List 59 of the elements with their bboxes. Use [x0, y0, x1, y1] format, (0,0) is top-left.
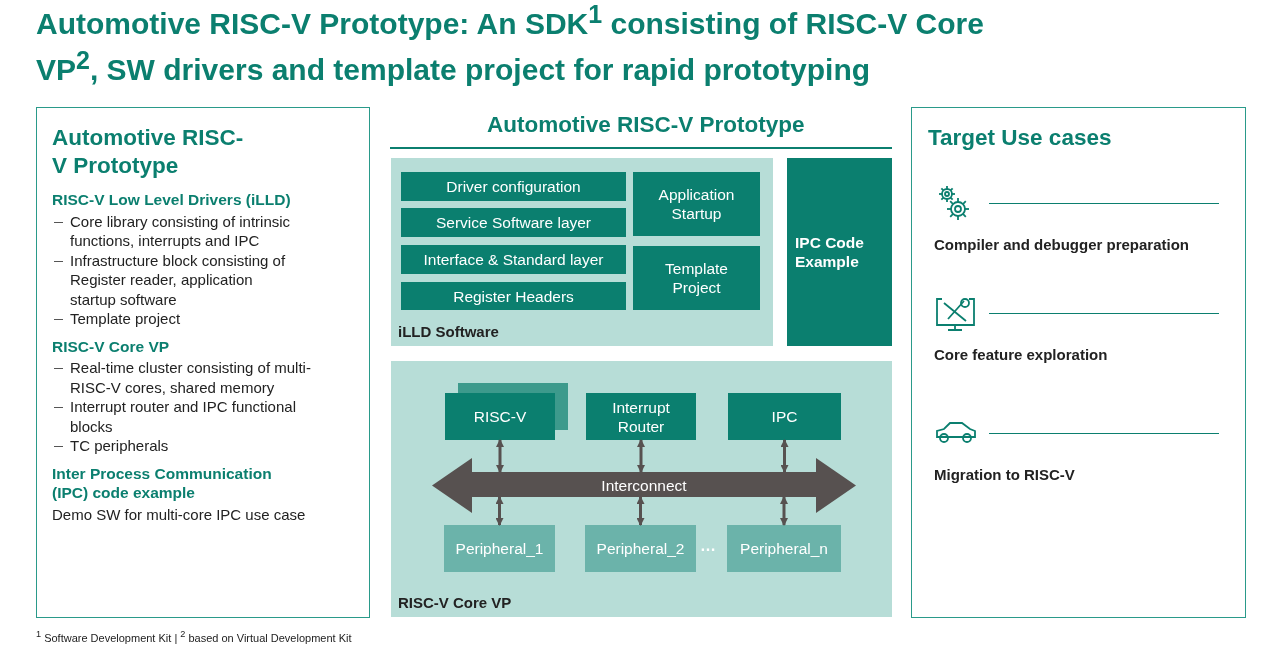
peripheral-box: [444, 525, 555, 572]
block-box: [401, 172, 626, 201]
box-label: Interface & Standard layer: [422, 250, 605, 269]
bullet-text: Infrastructure block consisting of Register reader, application startup software: [70, 250, 287, 309]
section-heading: RISC-V Core VP: [52, 336, 171, 356]
box-label: Peripheral_2: [595, 539, 686, 558]
box-label: Peripheral_1: [454, 539, 545, 558]
box-label: RISC-V: [472, 407, 528, 426]
double-arrow: [495, 496, 504, 526]
bullet-text: TC peripherals: [70, 436, 170, 456]
use-case-text: Compiler and debugger preparation: [934, 236, 1190, 253]
double-arrow: [636, 496, 645, 526]
block-box: [401, 245, 626, 274]
interconnect-bus-arrow: [432, 458, 856, 513]
double-arrow: [780, 496, 788, 526]
box-label: IPC Code Example: [794, 233, 865, 271]
use-case-text: Core feature exploration: [934, 346, 1108, 363]
block-box: [401, 208, 626, 237]
box-label: Application Startup: [657, 185, 736, 223]
panel-heading: Automotive RISC-V Prototype: [52, 124, 245, 180]
panel-heading: Target Use cases: [928, 124, 1112, 152]
box-label: Interrupt Router: [611, 397, 671, 436]
group-panel: [391, 158, 773, 346]
box-label: Template Project: [664, 259, 729, 297]
use-cases-panel: [911, 107, 1246, 618]
peripheral-box: [727, 525, 841, 572]
bullet-text: Template project: [70, 309, 182, 329]
ellipsis-text: …: [700, 537, 716, 555]
slide-title: Automotive RISC-V Prototype: An SDK$^{1}$ consisting of RISC-V Core VP$^{2}$, SW drivers and template project for rapid prototyping: [36, 0, 985, 88]
bullet-text: Core library consisting of intrinsic functions, interrupts and IPC: [70, 211, 292, 251]
box-label: Driver configuration: [445, 177, 582, 196]
block-box: [586, 393, 696, 440]
box-label: Peripheral_n: [739, 539, 829, 558]
block-box: [728, 393, 841, 440]
bus-label: Interconnect: [600, 476, 688, 495]
use-case-text: Migration to RISC-V: [934, 466, 1075, 483]
block-box: [445, 393, 555, 440]
section-title: Automotive RISC-V Prototype: [487, 111, 805, 139]
double-arrow: [637, 439, 645, 473]
box-label: Register Headers: [452, 286, 575, 306]
group-label: RISC-V Core VP: [398, 594, 512, 611]
info-panel: [36, 107, 370, 618]
group-panel: [391, 361, 892, 617]
double-arrow: [780, 439, 789, 473]
box-label: Service Software layer: [434, 213, 593, 232]
body-text: Demo SW for multi-core IPC use case: [52, 504, 307, 524]
footnote: $^{1}$ Software Development Kit | $^{2}$ based on Virtual Development Kit: [36, 629, 352, 644]
block-box: [633, 172, 760, 236]
block-box: [787, 158, 892, 346]
bullet-text: Real-time cluster consisting of multi-RISC-V cores, shared memory: [70, 358, 312, 397]
double-arrow: [496, 439, 504, 473]
block-box: [633, 246, 760, 310]
section-heading: RISC-V Low Level Drivers (iLLD): [52, 190, 292, 210]
bullet-text: Interrupt router and IPC functional blocks: [70, 397, 297, 436]
section-heading: Inter Process Communication (IPC) code example: [52, 463, 273, 503]
peripheral-box: [585, 525, 696, 572]
group-label: iLLD Software: [398, 323, 499, 340]
box-label: IPC: [770, 407, 799, 426]
block-box: [401, 282, 626, 310]
